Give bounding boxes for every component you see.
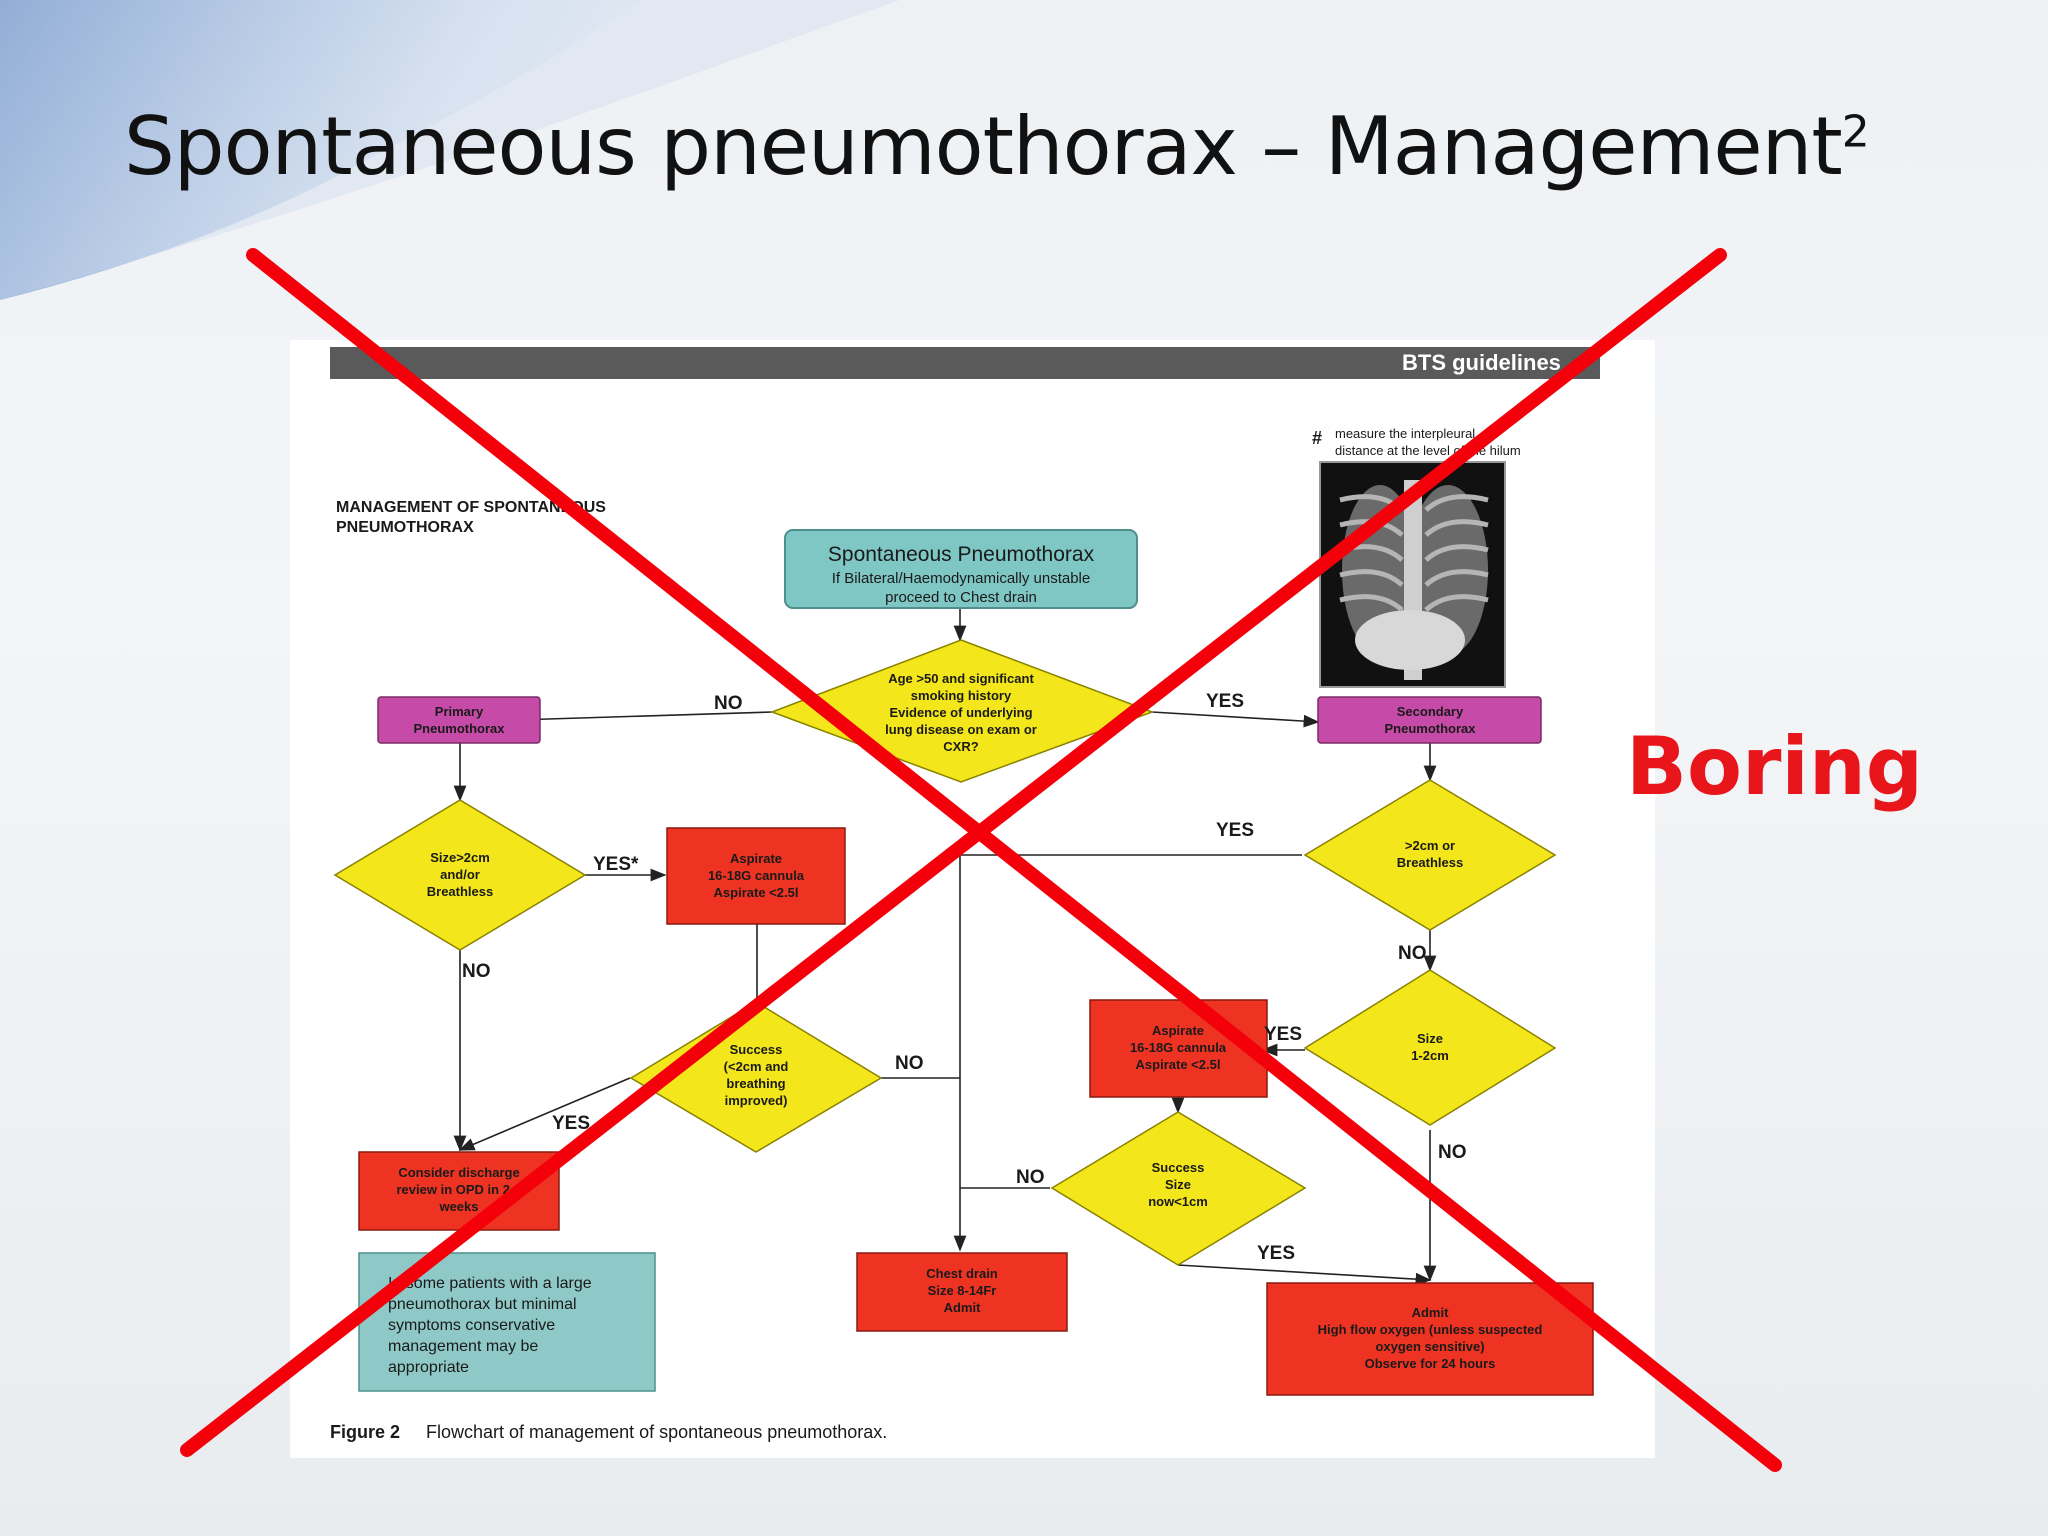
flowchart-diagram: BTS guidelines MANAGEMENT OF SPONTANEOUS… [330,347,1600,1442]
node-start-line: proceed to Chest drain [885,589,1037,606]
node-success-secondary-line: now<1cm [1148,1194,1208,1209]
node-secondary-line: Pneumothorax [1384,721,1476,736]
node-age-check-line: CXR? [943,739,978,754]
node-conservative-line: In some patients with a large [388,1275,592,1292]
node-aspirate-primary-line: Aspirate [730,851,782,866]
node-chest-drain-line: Chest drain [926,1266,998,1281]
node-age-check-line: Age >50 and significant [888,671,1034,686]
node-admit-line: Admit [1412,1305,1450,1320]
node-primary-line: Primary [435,704,484,719]
node-conservative-line: management may be [388,1338,538,1355]
edge-label-yes: YES [552,1113,590,1134]
node-aspirate-secondary-line: Aspirate [1152,1023,1204,1038]
edge-label-yes-star: YES* [593,854,639,875]
edge-label-no: NO [1398,943,1427,964]
slide-title: Spontaneous pneumothorax – Management2 [124,100,1870,193]
figure-caption: Figure 2 Flowchart of management of spon… [330,1422,887,1442]
node-conservative-line: pneumothorax but minimal [388,1296,577,1313]
measure-note-line: distance at the level of the hilum [1335,443,1521,458]
node-admit: Admit High flow oxygen (unless suspected… [1266,1282,1594,1396]
node-discharge-line: weeks [438,1199,478,1214]
measure-note-symbol: # [1312,428,1322,448]
node-admit-line: oxygen sensitive) [1375,1339,1484,1354]
node-size-1-2-line: Size [1417,1031,1443,1046]
node-primary-line: Pneumothorax [413,721,505,736]
node-start: Spontaneous Pneumothorax If Bilateral/Ha… [784,529,1138,609]
caption-text: Flowchart of management of spontaneous p… [426,1422,887,1442]
node-admit-line: Observe for 24 hours [1365,1356,1496,1371]
node-size-primary-line: Breathless [427,884,493,899]
measure-note: # measure the interpleural distance at t… [1312,426,1521,458]
node-conservative: In some patients with a large pneumothor… [358,1252,656,1392]
node-size-primary: Size>2cm and/or Breathless [333,799,587,951]
node-success-secondary-line: Size [1165,1177,1191,1192]
node-start-line: Spontaneous Pneumothorax [828,543,1095,566]
boring-annotation: Boring [1626,720,1924,813]
node-conservative-line: appropriate [388,1359,469,1376]
figure-section-title: MANAGEMENT OF SPONTANEOUS PNEUMOTHORAX [336,499,606,536]
section-title-line: MANAGEMENT OF SPONTANEOUS [336,499,606,516]
node-size-primary-line: Size>2cm [430,850,490,865]
node-size-secondary-line: >2cm or [1405,838,1455,853]
chest-xray-image [1319,461,1506,688]
edge-label-no: NO [462,961,491,982]
edge-label-no: NO [1438,1142,1467,1163]
node-chest-drain-line: Size 8-14Fr [928,1283,997,1298]
node-size-secondary: >2cm or Breathless [1303,779,1557,931]
node-success-secondary-line: Success [1152,1160,1205,1175]
node-chest-drain-line: Admit [944,1300,982,1315]
flowchart-figure: BTS guidelines MANAGEMENT OF SPONTANEOUS… [290,340,1655,1458]
node-success-primary-line: improved) [725,1093,788,1108]
node-aspirate-secondary-line: Aspirate <2.5l [1136,1057,1221,1072]
edge-label-yes: YES [1206,691,1244,712]
node-primary: Primary Pneumothorax [377,696,541,744]
edge-label-no: NO [1016,1167,1045,1188]
node-aspirate-primary: Aspirate 16-18G cannula Aspirate <2.5l [666,827,846,925]
node-discharge: Consider discharge review in OPD in 2-4 … [358,1151,560,1231]
node-size-secondary-line: Breathless [1397,855,1463,870]
edge-label-yes: YES [1257,1243,1295,1264]
node-success-primary: Success (<2cm and breathing improved) [629,1001,883,1153]
node-secondary: Secondary Pneumothorax [1317,696,1542,744]
measure-note-line: measure the interpleural [1335,426,1475,441]
node-age-check-line: lung disease on exam or [885,722,1037,737]
node-success-primary-line: breathing [726,1076,785,1091]
node-secondary-line: Secondary [1397,704,1464,719]
node-age-check-line: Evidence of underlying [889,705,1032,720]
edge-label-no: NO [895,1053,924,1074]
node-conservative-line: symptoms conservative [388,1317,555,1334]
edge-label-no: NO [714,693,743,714]
node-discharge-line: review in OPD in 2-4 [397,1182,523,1197]
section-title-line: PNEUMOTHORAX [336,519,474,536]
node-success-primary-line: (<2cm and [724,1059,789,1074]
node-aspirate-primary-line: Aspirate <2.5l [714,885,799,900]
node-aspirate-primary-line: 16-18G cannula [708,868,805,883]
edge-label-yes: YES [1264,1024,1302,1045]
node-aspirate-secondary-line: 16-18G cannula [1130,1040,1227,1055]
slide-title-superscript: 2 [1841,106,1870,158]
background-swoosh [0,0,900,300]
node-age-check-line: smoking history [911,688,1012,703]
node-size-primary-line: and/or [440,867,480,882]
slide-title-text: Spontaneous pneumothorax – Management [124,100,1843,193]
node-discharge-line: Consider discharge [398,1165,519,1180]
node-chest-drain: Chest drain Size 8-14Fr Admit [856,1252,1068,1332]
caption-label: Figure 2 [330,1422,400,1442]
node-size-1-2-line: 1-2cm [1411,1048,1449,1063]
node-start-line: If Bilateral/Haemodynamically unstable [832,570,1090,587]
node-aspirate-secondary: Aspirate 16-18G cannula Aspirate <2.5l [1089,999,1268,1098]
node-size-1-2: Size 1-2cm [1303,969,1557,1126]
node-admit-line: High flow oxygen (unless suspected [1318,1322,1543,1337]
node-age-check: Age >50 and significant smoking history … [769,639,1155,783]
edge-label-yes: YES [1216,820,1254,841]
figure-header-text: BTS guidelines [1402,350,1561,375]
node-success-primary-line: Success [730,1042,783,1057]
